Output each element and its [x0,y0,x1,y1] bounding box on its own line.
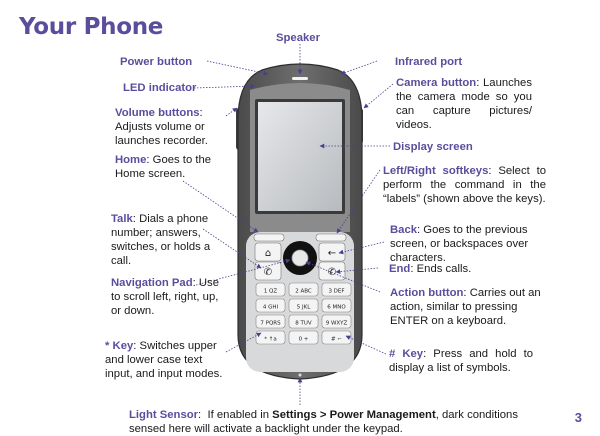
keypad-key [255,298,286,313]
speaker-slot [292,77,308,80]
end-label: End: Ends calls. [389,263,472,275]
keypad-key [321,298,352,313]
home-icon: ⌂ [265,248,271,259]
keypad-key [255,314,286,329]
keypad-key-label: 7 PQRS [260,321,281,327]
camera-button-label: Camera button: Launches the camera mode … [396,77,532,131]
keypad-key-label: 1 QZ [264,289,278,295]
talk-label: Talk: Dials a phone number; answers, swi… [111,213,211,267]
leader-lines [182,44,394,405]
back-key [318,242,346,262]
keypad-key-label: 6 MNO [327,305,346,311]
display-screen [258,102,342,211]
keypad-key-label: # ⌐ [331,337,342,343]
hash-key-label: # Key: Press and hold to display a list … [389,348,534,374]
light-sensor-label: Light Sensor: If enabled in Settings > P… [129,409,518,435]
display-screen-label: Display screen [393,141,473,153]
keypad-key [288,282,319,297]
right-softkey [315,233,347,242]
keypad-key [321,282,352,297]
talk-icon: ✆ [264,267,272,278]
softkeys-label: Left/Right softkeys: Select to perform t… [383,165,546,205]
keypad-key-label: 9 WXYZ [326,321,348,327]
keypad-key-label: 0 + [299,337,309,343]
speaker-label: Speaker [276,32,320,44]
keypad-key-label: 3 DEF [328,289,344,295]
back-label: Back: Goes to the previous screen, or ba… [390,224,529,264]
keypad-key-label: 5 JKL [297,305,311,311]
home-key [254,242,282,262]
back-icon: ← [328,248,336,259]
keypad-key [255,330,286,345]
page-number: 3 [574,410,582,425]
keypad-key [288,314,319,329]
led-indicator-label: LED indicator [123,82,197,94]
keypad-key-label: 2 ABC [295,289,312,295]
keypad-key-label: 4 GHI [263,305,279,311]
light-sensor [298,373,302,377]
star-key-label: * Key: Switches upper and lower case tex… [105,340,223,380]
keypad-key [288,330,319,345]
infrared-port-label: Infrared port [395,56,463,68]
keypad-key-label: * ↑a [264,336,276,343]
talk-key [254,261,282,281]
keypad-key [255,282,286,297]
keypad-key [288,298,319,313]
home-label: Home: Goes to the Home screen. [115,154,212,180]
navigation-pad-label: Navigation Pad: Use to scroll left, righ… [111,277,219,317]
keypad-key [321,314,352,329]
left-softkey [253,233,285,242]
number-keys: 1 QZ 2 ABC 3 DEF 4 GHI 5 JKL 6 MNO 7 PQRS 8 TUV… [255,282,352,345]
page-title: Your Phone [19,14,164,40]
keypad-key-label: 8 TUV [295,321,312,327]
keypad-key [321,330,352,345]
action-button [291,249,309,267]
action-button-label: Action button: Carries out an action, si… [390,287,541,327]
power-button-label: Power button [120,56,193,68]
volume-buttons-label: Volume buttons: Adjusts volume or launch… [115,107,208,147]
